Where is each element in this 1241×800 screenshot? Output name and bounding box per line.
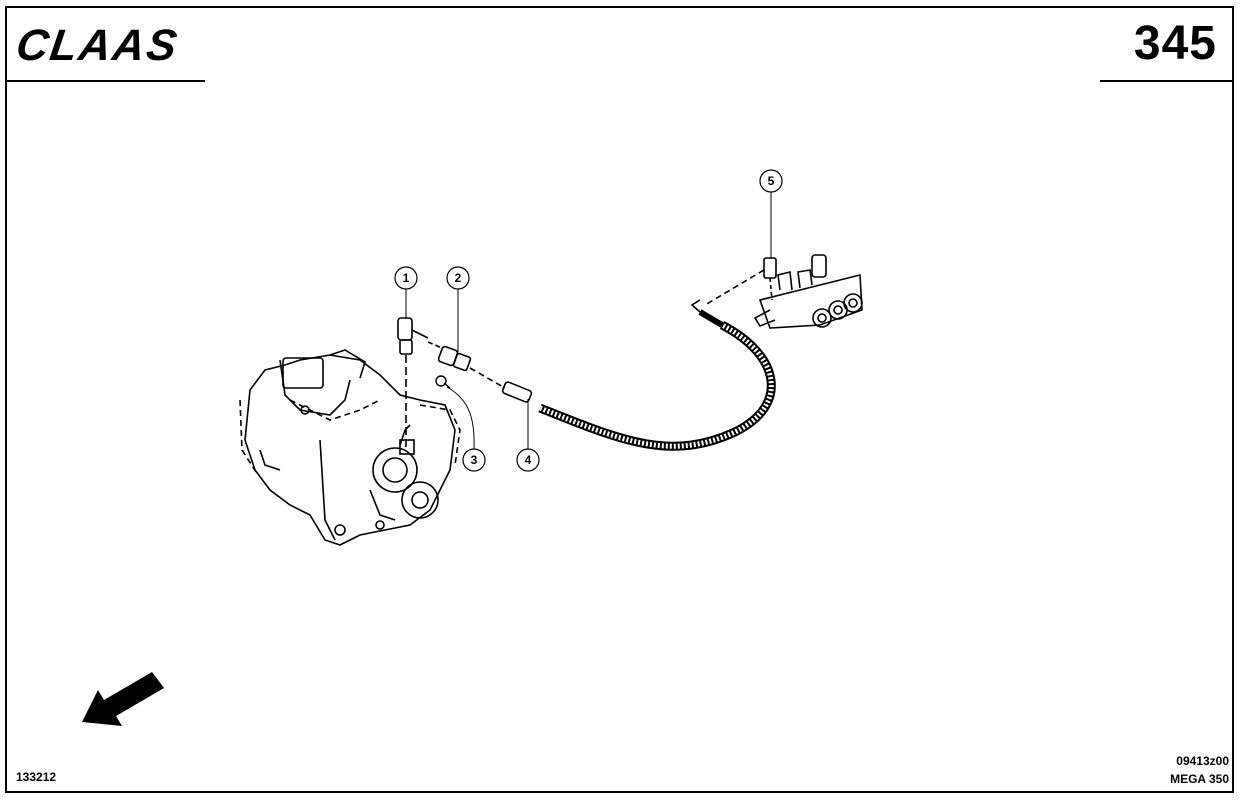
callout-4: 4 [516, 448, 540, 472]
callout-4-label: 4 [525, 453, 532, 467]
direction-arrow-icon [82, 672, 164, 726]
model-name: MEGA 350 [1170, 772, 1229, 786]
callout-2-label: 2 [455, 271, 462, 285]
part-3-screw [435, 375, 451, 389]
footer-codes: 09413z00 MEGA 350 [1170, 752, 1229, 788]
header-rule-right [1100, 80, 1232, 82]
leader-lines [405, 192, 772, 450]
svg-text:CLAAS: CLAAS [18, 22, 182, 66]
reference-code: 09413z00 [1176, 754, 1229, 768]
claas-logo: CLAAS [18, 22, 182, 66]
part-4-hydraulic-hose [501, 299, 776, 451]
callout-1: 1 [394, 266, 418, 290]
callout-3: 3 [462, 448, 486, 472]
gearbox-housing [239, 349, 461, 546]
part-1-tee-fitting [397, 317, 429, 455]
part-2-union-fitting [427, 341, 506, 389]
callout-5: 5 [759, 169, 783, 193]
callout-1-label: 1 [403, 271, 410, 285]
part-5-control-valve [704, 254, 863, 329]
callout-3-label: 3 [471, 453, 478, 467]
page-number: 345 [1133, 17, 1217, 70]
drawing-code: 133212 [16, 770, 57, 784]
callout-2: 2 [446, 266, 470, 290]
header-rule-left [7, 80, 205, 82]
callout-5-label: 5 [768, 174, 775, 188]
page-frame [5, 6, 1234, 793]
